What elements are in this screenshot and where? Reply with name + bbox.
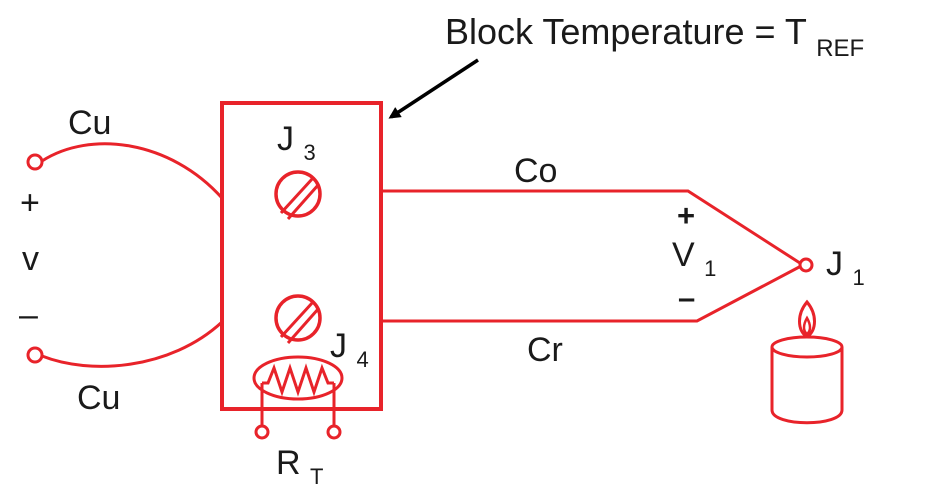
j3-label: J 3 xyxy=(277,120,316,165)
cu-wire-bottom xyxy=(41,320,224,368)
title-main: Block Temperature = T xyxy=(445,11,807,52)
j3-sub: 3 xyxy=(303,140,315,165)
rt-main: R xyxy=(276,444,301,482)
j1-sub: 1 xyxy=(852,265,864,290)
pointer-arrow xyxy=(388,58,479,119)
terminal-negative-icon xyxy=(26,346,44,364)
terminal-positive-icon xyxy=(26,153,44,171)
cu-wire-top xyxy=(41,142,224,200)
v1-sub: 1 xyxy=(704,256,716,281)
rt-label: R T xyxy=(276,444,323,487)
co-wire xyxy=(381,189,804,267)
junction-j1-icon xyxy=(798,257,814,273)
v1-plus: + xyxy=(677,198,695,233)
isothermal-block xyxy=(220,101,383,411)
rt-sub: T xyxy=(310,464,323,487)
v1-minus-label: – xyxy=(678,280,695,315)
v1-plus-label: + xyxy=(677,198,695,233)
cu-label-top: Cu xyxy=(68,104,111,142)
cr-label: Cr xyxy=(527,331,563,369)
cr-wire xyxy=(381,263,804,323)
minus-label: – xyxy=(19,296,38,334)
candle-icon xyxy=(770,299,844,425)
block-temperature-title: Block Temperature = T REF xyxy=(445,11,864,62)
j3-main: J xyxy=(277,120,294,158)
terminal-screw-j4-icon xyxy=(274,294,322,344)
j1-label: J 1 xyxy=(826,245,865,290)
v1-label: V 1 xyxy=(672,236,716,281)
thermistor-icon xyxy=(252,355,344,440)
plus-label: + xyxy=(20,184,40,222)
v1-minus: – xyxy=(678,280,695,315)
title-subscript: REF xyxy=(816,35,864,62)
j1-main: J xyxy=(826,245,843,283)
j4-sub: 4 xyxy=(356,347,368,372)
co-label: Co xyxy=(514,152,557,190)
cu-label-bottom: Cu xyxy=(77,379,120,417)
v1-main: V xyxy=(672,236,695,274)
terminal-screw-j3-icon xyxy=(274,170,322,220)
j4-main: J xyxy=(330,327,347,365)
v-label: v xyxy=(22,240,39,278)
j4-label: J 4 xyxy=(330,327,369,372)
